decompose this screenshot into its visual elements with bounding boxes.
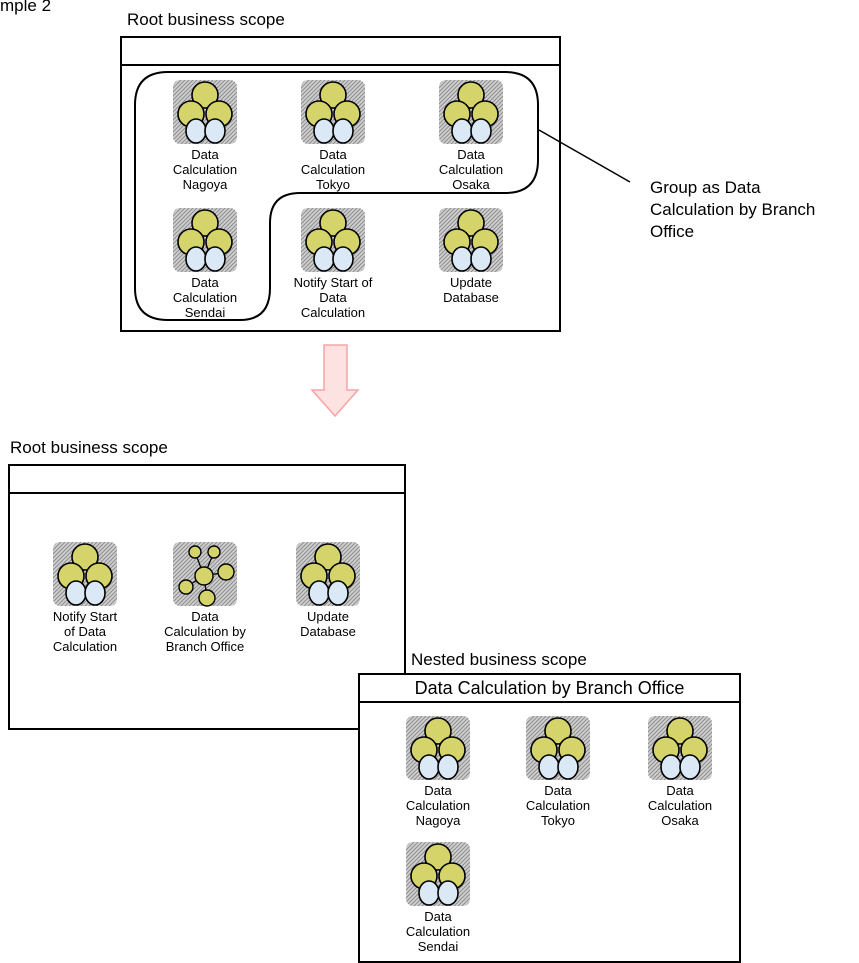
job-caption-line: Update: [307, 609, 349, 624]
job-caption-line: Tokyo: [316, 177, 350, 192]
job-caption-line: Data: [666, 783, 694, 798]
callout-line-1: Group as Data: [650, 178, 761, 197]
job-caption-line: Calculation: [438, 162, 504, 177]
nested-scope-label: Nested business scope: [411, 650, 587, 669]
job-caption-line: Branch Office: [165, 639, 245, 654]
job-caption-line: Notify Start of: [293, 275, 373, 290]
job-caption-line: Calculation: [52, 639, 118, 654]
jobnet-icon: [404, 714, 472, 782]
jobnet-icon: [404, 840, 472, 908]
bottom-scope-label: Root business scope: [10, 438, 168, 457]
job-caption-line: Data: [191, 147, 219, 162]
callout-text: Group as Data Calculation by Branch Offi…: [650, 177, 815, 243]
job-caption-line: Calculation: [525, 798, 591, 813]
jobnet-icon: [299, 206, 367, 274]
jobnet-icon: [437, 206, 505, 274]
bottom-scope-title-bar: [10, 466, 404, 494]
job-caption-line: Data: [424, 783, 452, 798]
job-caption-line: Calculation: [405, 798, 471, 813]
job-caption-line: Data: [319, 290, 347, 305]
job-caption-line: Data: [191, 609, 219, 624]
job-caption-line: Osaka: [661, 813, 699, 828]
job-caption-line: Calculation: [172, 162, 238, 177]
callout-line-3: Office: [650, 222, 695, 241]
jobnet-icon: [294, 540, 362, 608]
job-caption-line: Calculation by: [164, 624, 246, 639]
top-scope-title-bar: [122, 38, 559, 66]
top-scope-label: Root business scope: [127, 10, 285, 29]
job-caption-line: Calculation: [300, 305, 366, 320]
job-caption-line: of Data: [64, 624, 106, 639]
job-caption-line: Notify Start: [52, 609, 118, 624]
job-caption-line: Nagoya: [415, 813, 461, 828]
job-caption-line: Sendai: [184, 305, 226, 320]
jobnet-icon: [299, 78, 367, 146]
job-caption-line: Data: [319, 147, 347, 162]
jobnet-icon: [524, 714, 592, 782]
job-caption-line: Calculation: [647, 798, 713, 813]
callout-line-2: Calculation by Branch: [650, 200, 816, 219]
job-caption-line: Update: [450, 275, 492, 290]
jobnet-icon: [171, 78, 239, 146]
job-caption-line: Nagoya: [182, 177, 228, 192]
job-caption-line: Osaka: [452, 177, 490, 192]
jobnet-icon: [171, 206, 239, 274]
jobnet-icon: [51, 540, 119, 608]
nested-jobnet-icon: [171, 540, 239, 608]
down-arrow: [310, 344, 360, 418]
job-caption-line: Calculation: [172, 290, 238, 305]
job-caption-line: Database: [300, 624, 356, 639]
job-caption-line: Database: [443, 290, 499, 305]
job-caption-line: Tokyo: [541, 813, 575, 828]
job-caption-line: Sendai: [417, 939, 459, 954]
job-caption-line: Data: [544, 783, 572, 798]
header-fragment: mple 2: [0, 0, 52, 15]
job-caption-line: Data: [424, 909, 452, 924]
job-caption-line: Calculation: [405, 924, 471, 939]
nested-scope-title: Data Calculation by Branch Office: [360, 675, 739, 703]
jobnet-icon: [437, 78, 505, 146]
job-caption-line: Data: [457, 147, 485, 162]
job-caption-line: Data: [191, 275, 219, 290]
jobnet-icon: [646, 714, 714, 782]
job-caption-line: Calculation: [300, 162, 366, 177]
